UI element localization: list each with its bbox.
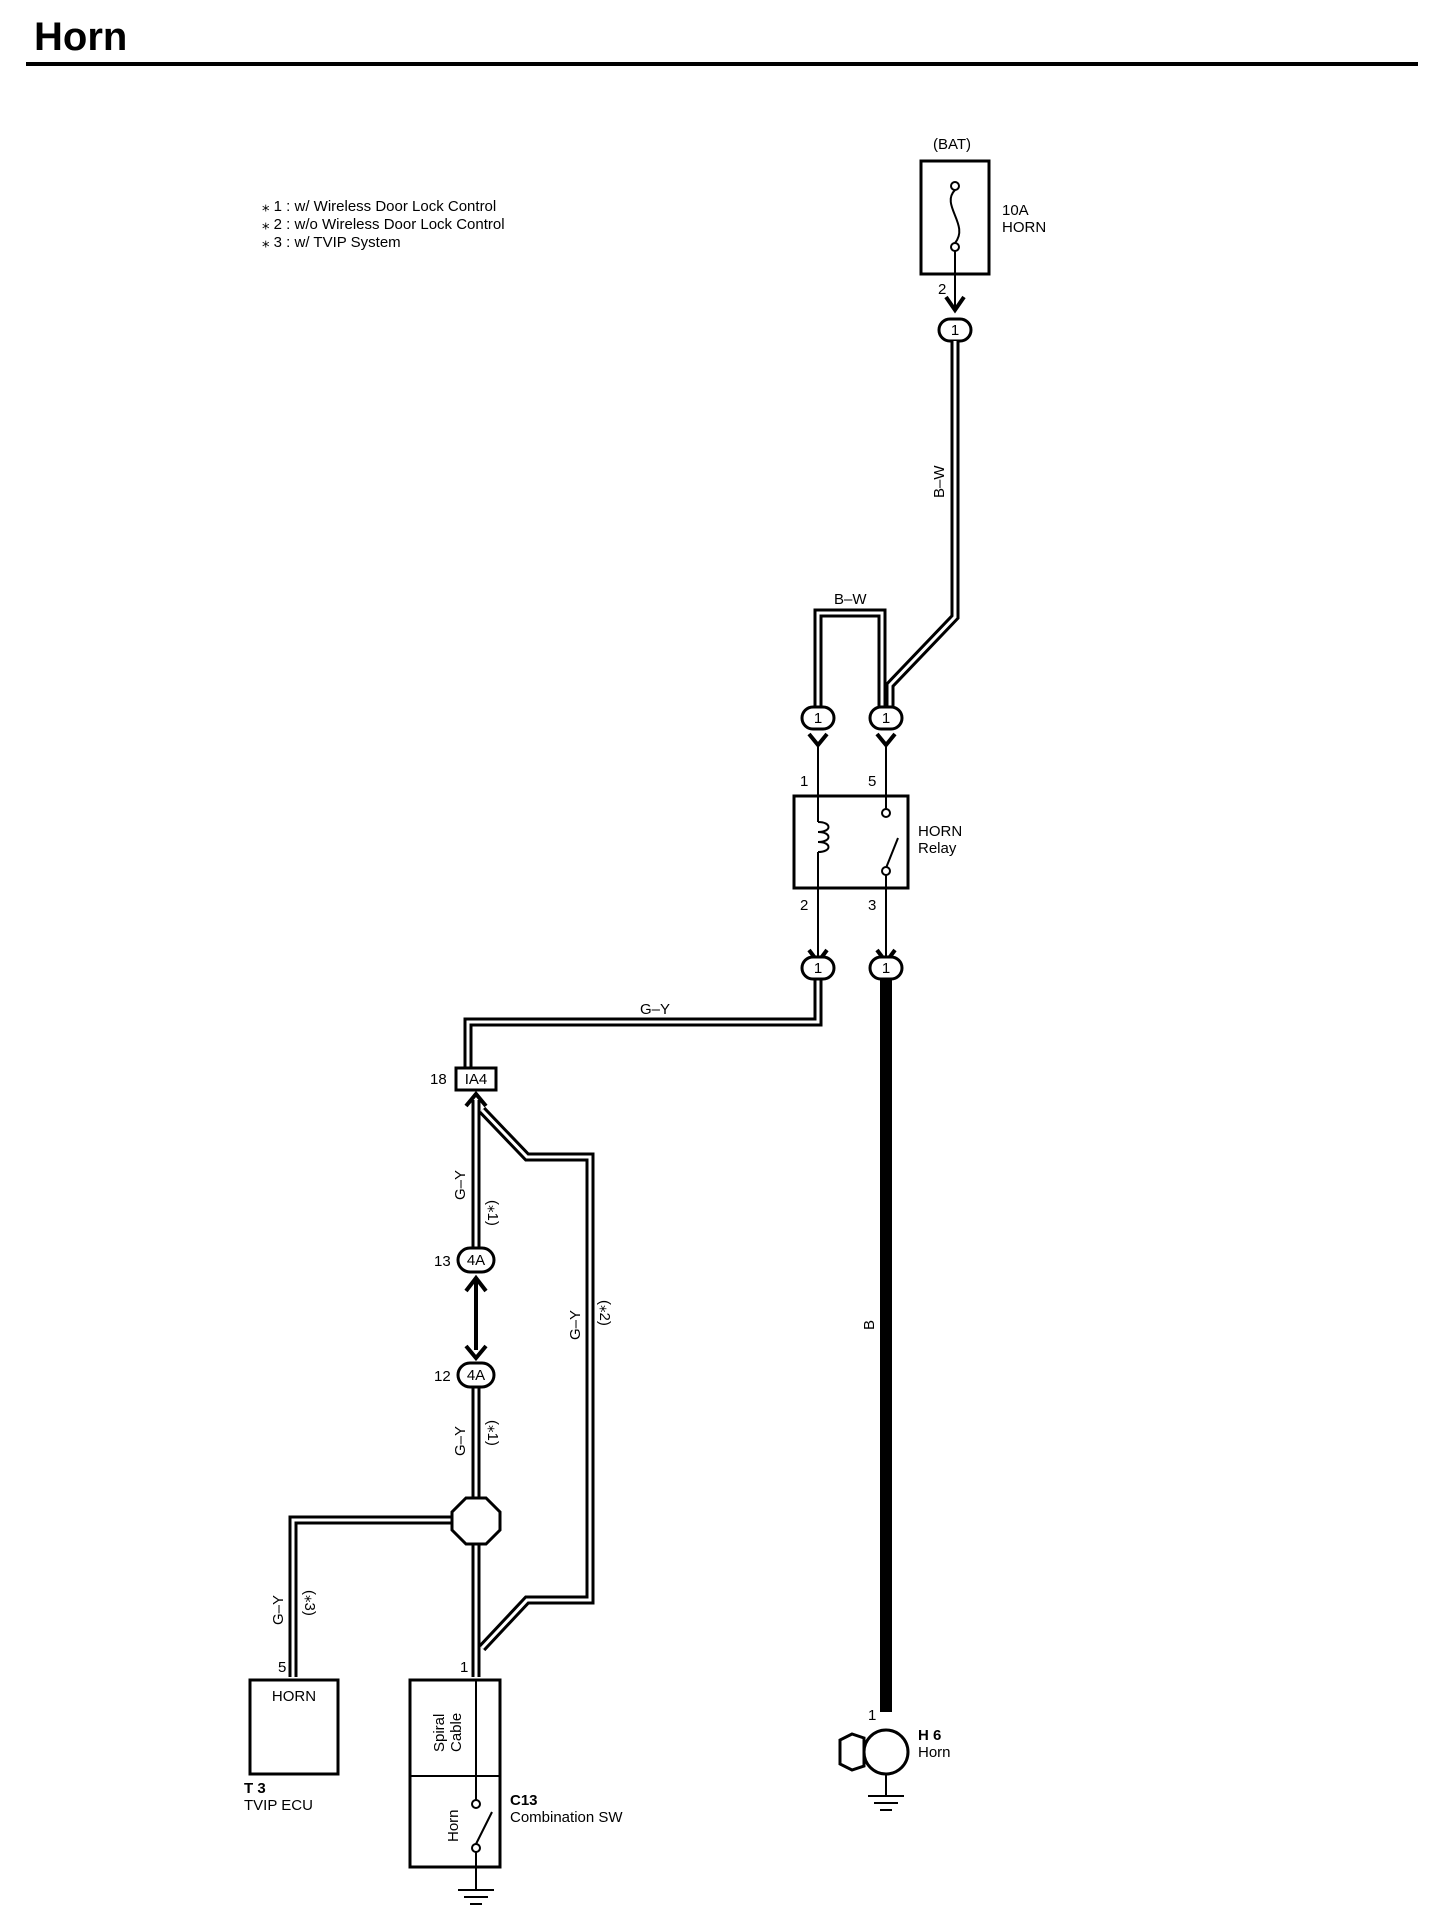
title-rule — [26, 62, 1418, 66]
switch-name: Combination SW — [510, 1809, 623, 1826]
relay-chevron-1-icon — [807, 732, 829, 749]
ia4-chevron-icon — [464, 1090, 488, 1108]
tvip-ecu: 5 HORN T 3 TVIP ECU — [244, 1659, 340, 1814]
connector-4a-12-chevron-icon — [464, 1344, 488, 1362]
ecu-code: T 3 — [244, 1780, 266, 1797]
splice-junction — [450, 1496, 502, 1546]
fuse-source-label: (BAT) — [933, 136, 971, 153]
wire-splice-to-ecu — [288, 1515, 452, 1677]
fuse-connector-label: 1 — [951, 322, 959, 339]
note-3: ⁎ 3 : w/ TVIP System — [262, 234, 401, 251]
relay-pin-5: 5 — [868, 773, 876, 790]
ecu-pin: 5 — [278, 1659, 286, 1676]
switch-horn-label: Horn — [445, 1809, 462, 1842]
wire-label-bypass: G–Y — [567, 1310, 584, 1340]
note-1: ⁎ 1 : w/ Wireless Door Lock Control — [262, 198, 496, 215]
wire-label-relay-ia4: G–Y — [640, 1001, 670, 1018]
fuse-horn-10a: (BAT) 10A HORN 2 1 — [919, 136, 1046, 343]
wire-note-4a-splice: (⁎1) — [484, 1420, 501, 1446]
relay-contact-bottom — [881, 866, 891, 876]
horn-name: Horn — [918, 1744, 951, 1761]
notes-legend: ⁎ 1 : w/ Wireless Door Lock Control ⁎ 2 … — [262, 198, 505, 251]
junction-ia4: IA4 18 — [430, 1066, 498, 1108]
connector-4a-13-pin: 13 — [434, 1253, 451, 1270]
horn-relay: 1 1 1 5 HORN Relay 2 3 1 1 — [792, 705, 962, 981]
wire-label-relay-horn: B — [861, 1320, 878, 1330]
fuse-element-icon — [949, 189, 961, 244]
fuse-terminal-top — [950, 181, 960, 191]
relay-body — [792, 794, 910, 890]
relay-pin-1: 1 — [800, 773, 808, 790]
relay-switch-icon — [885, 837, 899, 869]
fuse-name: HORN — [1002, 219, 1046, 236]
horn-h6: 1 H 6 Horn — [838, 1707, 951, 1811]
page-header: Horn — [26, 15, 1418, 66]
wire-note-splice-ecu: (⁎3) — [301, 1590, 318, 1616]
switch-contact-bottom — [471, 1843, 481, 1853]
connector-4a-13 — [456, 1246, 496, 1274]
connector-4a-12 — [456, 1361, 496, 1389]
spiral-cable-label: Spiral Cable — [431, 1713, 465, 1752]
relay-connector-3-label: 1 — [882, 960, 890, 977]
horn-bell-icon — [838, 1732, 866, 1772]
wire-label-ia4-4a: G–Y — [452, 1170, 469, 1200]
relay-connector-3 — [868, 955, 904, 981]
horn-code: H 6 — [918, 1727, 941, 1744]
relay-chevron-5-icon — [875, 732, 897, 749]
switch-box — [408, 1678, 502, 1869]
relay-name: HORN — [918, 823, 962, 840]
horn-switch-icon — [475, 1811, 493, 1845]
relay-connector-1-label: 1 — [814, 710, 822, 727]
ia4-code: IA4 — [465, 1071, 488, 1088]
ecu-box — [248, 1678, 340, 1776]
switch-ground-icon — [458, 1889, 494, 1905]
combination-switch: 1 Spiral Cable Horn C13 Combination SW — [408, 1659, 623, 1905]
wire-label-4a-splice: G–Y — [452, 1426, 469, 1456]
wire-bat-to-relay — [885, 341, 960, 707]
wire-note-bypass: (⁎2) — [596, 1300, 613, 1326]
wire-label-bat-relay: B–W — [931, 465, 948, 498]
relay-connector-5-label: 1 — [882, 710, 890, 727]
switch-contact-top — [471, 1799, 481, 1809]
ecu-name: TVIP ECU — [244, 1797, 313, 1814]
fuse-terminal-bottom — [950, 242, 960, 252]
connector-4a-12-code: 4A — [467, 1367, 485, 1384]
relay-connector-1 — [800, 705, 836, 731]
ia4-pin: 18 — [430, 1071, 447, 1088]
horn-icon — [862, 1728, 910, 1776]
connector-4a-12-pin: 12 — [434, 1368, 451, 1385]
note-2: ⁎ 2 : w/o Wireless Door Lock Control — [262, 216, 505, 233]
horn-pin: 1 — [868, 1707, 876, 1724]
relay-pin-3: 3 — [868, 897, 876, 914]
connector-4a-upper: 4A 13 — [434, 1246, 496, 1362]
wire-label-splice-ecu: G–Y — [270, 1595, 287, 1625]
ia4-box — [454, 1066, 498, 1092]
fuse-rating: 10A — [1002, 202, 1029, 219]
connector-4a-13-code: 4A — [467, 1252, 485, 1269]
relay-connector-2-label: 1 — [814, 960, 822, 977]
spiral-cable-line1: Spiral — [431, 1714, 448, 1752]
spiral-cable-line2: Cable — [448, 1713, 465, 1752]
relay-contact-top — [881, 808, 891, 818]
relay-connector-5 — [868, 705, 904, 731]
fuse-pin: 2 — [938, 281, 946, 298]
ecu-horn-label: HORN — [272, 1688, 316, 1705]
fuse-chevron-icon — [944, 295, 966, 314]
relay-connector-2 — [800, 955, 836, 981]
wire-relay-jumper — [813, 608, 887, 707]
connector-4a-lower: 4A 12 — [434, 1361, 496, 1389]
relay-coil-icon — [817, 821, 830, 853]
wire-note-ia4-4a: (⁎1) — [484, 1200, 501, 1226]
switch-code: C13 — [510, 1792, 538, 1809]
relay-type: Relay — [918, 840, 957, 857]
wire-label-jumper: B–W — [834, 591, 867, 608]
relay-pin-2: 2 — [800, 897, 808, 914]
switch-pin: 1 — [460, 1659, 468, 1676]
page-title: Horn — [34, 15, 127, 59]
wire-bypass — [478, 1106, 595, 1652]
horn-ground-icon — [868, 1795, 904, 1811]
wire-relay-to-ia4 — [463, 980, 823, 1068]
